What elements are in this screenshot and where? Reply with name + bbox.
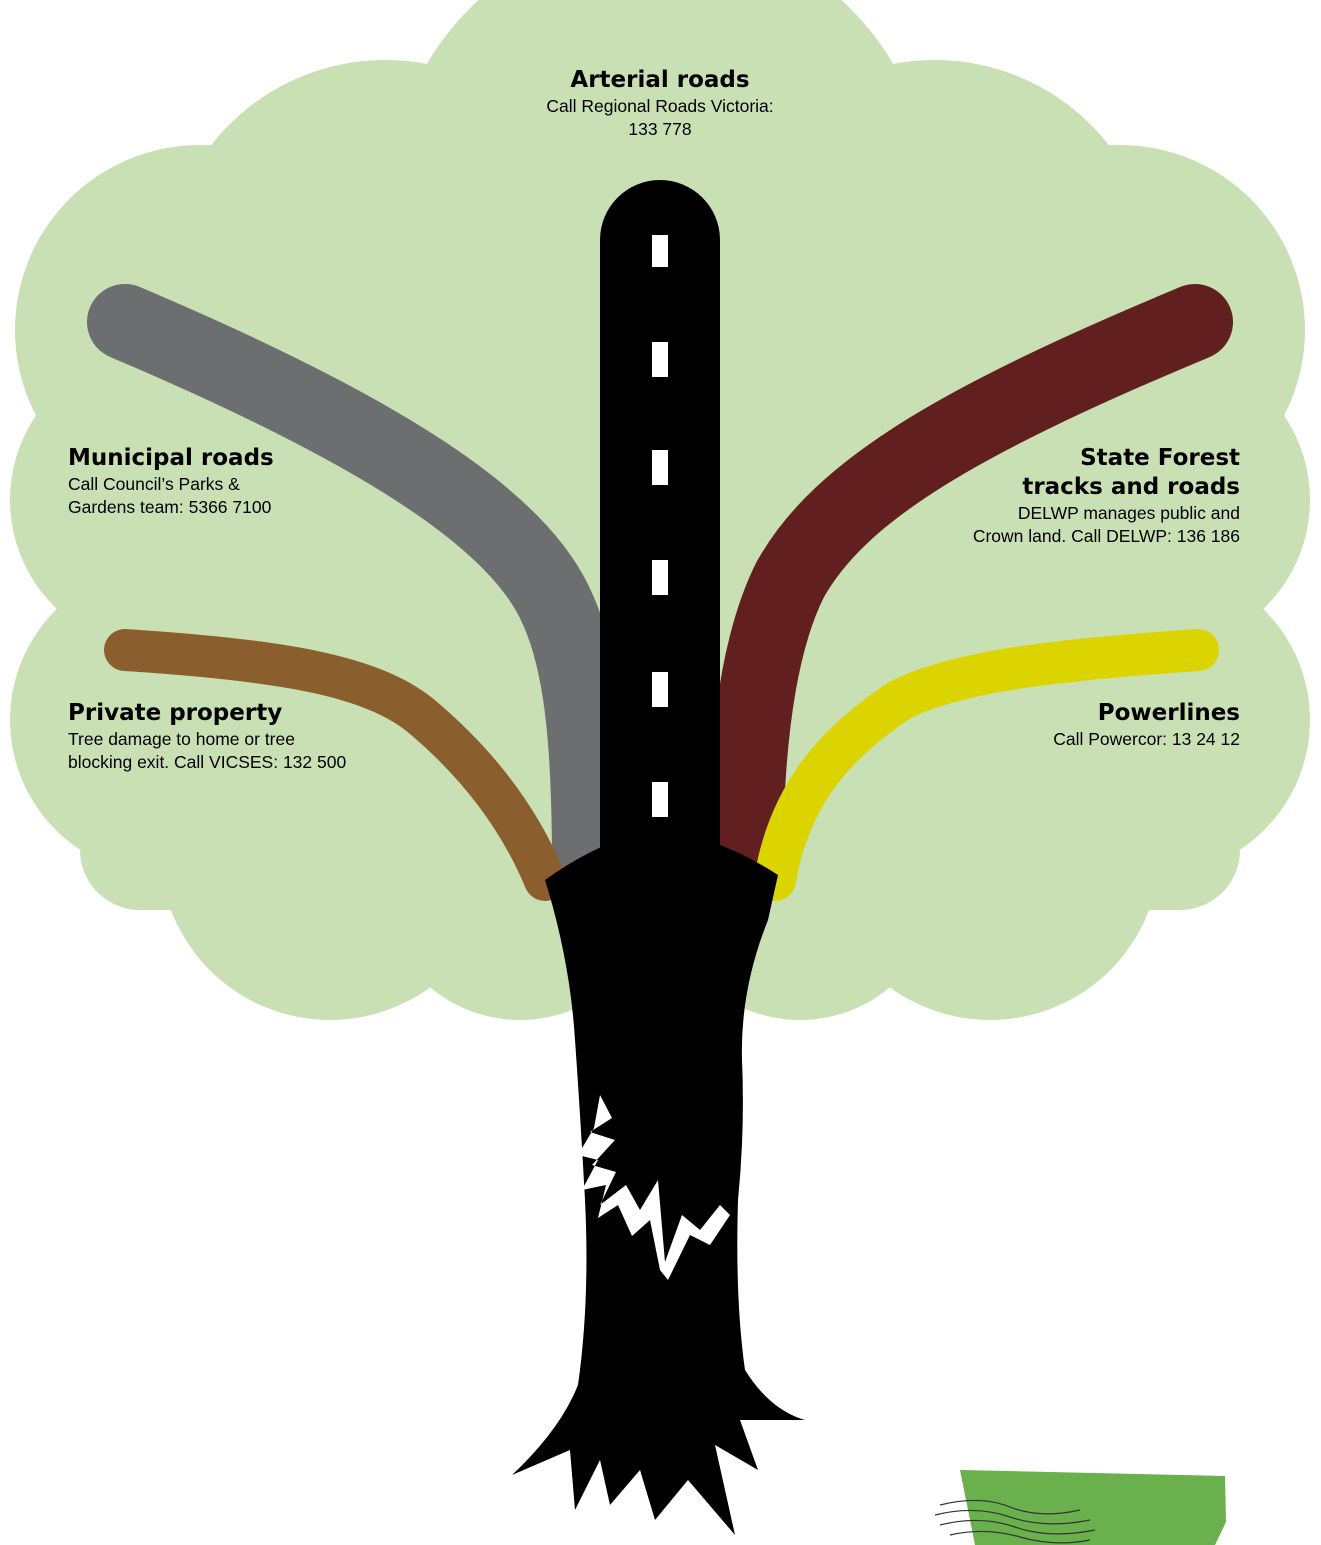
private-property-label: Private property Tree damage to home or … [68, 699, 428, 774]
tree-trunk [512, 828, 805, 1535]
municipal-roads-title: Municipal roads [68, 445, 274, 471]
powerlines-desc-line1: Call Powercor: 13 24 12 [1053, 729, 1240, 749]
municipal-roads-desc-line2: Gardens team: 5366 7100 [68, 497, 272, 517]
arterial-roads-desc-line1: Call Regional Roads Victoria: [546, 96, 774, 116]
private-property-desc-line2: blocking exit. Call VICSES: 132 500 [68, 752, 347, 772]
powerlines-branch [754, 629, 1219, 901]
powerlines-title: Powerlines [1097, 700, 1240, 726]
private-property-desc-line1: Tree damage to home or tree [68, 729, 295, 749]
municipal-roads-label: Municipal roads Call Council’s Parks & G… [68, 444, 398, 519]
powerlines-label: Powerlines Call Powercor: 13 24 12 [940, 699, 1240, 751]
arterial-roads-desc-line2: 133 778 [628, 119, 692, 139]
grass-patch [934, 1470, 1226, 1545]
private-property-branch [104, 629, 566, 901]
municipal-road-branch [87, 284, 628, 908]
state-forest-title-line1: State Forest [1080, 445, 1240, 471]
state-forest-desc-line2: Crown land. Call DELWP: 136 186 [972, 526, 1240, 546]
state-forest-title-line2: tracks and roads [1022, 474, 1240, 500]
trunk-crack [578, 1095, 730, 1280]
state-forest-branch [707, 284, 1233, 908]
arterial-road-branch [600, 180, 720, 870]
arterial-roads-label: Arterial roads Call Regional Roads Victo… [460, 66, 860, 141]
municipal-roads-desc-line1: Call Council’s Parks & [68, 474, 240, 494]
private-property-title: Private property [68, 700, 283, 726]
arterial-roads-title: Arterial roads [570, 67, 750, 93]
road-lane-markings [652, 235, 668, 817]
state-forest-desc-line1: DELWP manages public and [1017, 503, 1240, 523]
state-forest-label: State Forest tracks and roads DELWP mana… [860, 444, 1240, 548]
